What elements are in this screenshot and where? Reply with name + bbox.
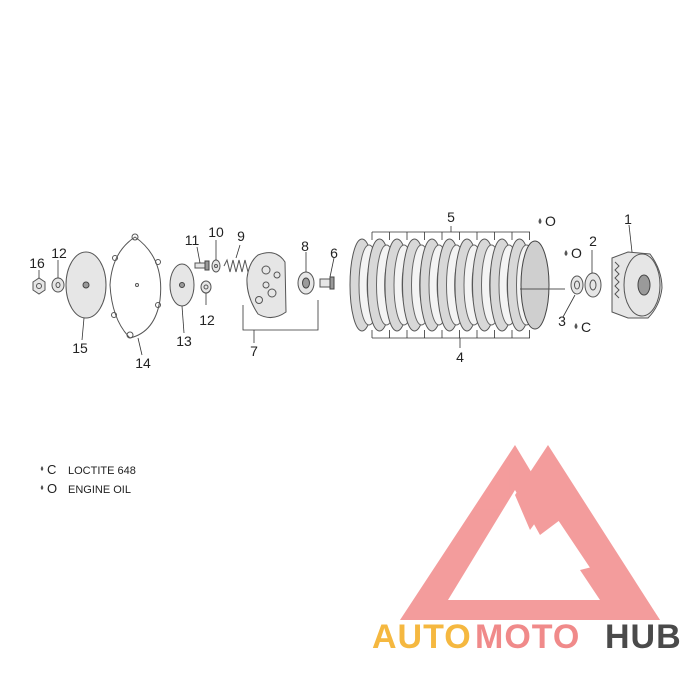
legend-symbol-loctite: C	[47, 462, 56, 477]
callout-1: 1	[624, 211, 632, 227]
legend-symbol-engine-oil: O	[47, 481, 57, 496]
part-2-thrust-washer	[584, 272, 602, 298]
callout-15: 15	[72, 340, 88, 356]
callout-5: 5	[447, 209, 455, 225]
callout-10: 10	[208, 224, 224, 240]
callout-3: 3	[558, 313, 566, 329]
callout-leaders	[38, 224, 633, 356]
logo-inner-notch	[470, 510, 555, 585]
callout-4: 4	[456, 349, 464, 365]
part-9-spring	[223, 258, 252, 274]
callout-13: 13	[176, 333, 192, 349]
oil-mark-spacer: O	[564, 245, 582, 261]
pack-brackets	[371, 226, 530, 348]
lube-marks: O O C	[538, 213, 591, 335]
logo-triangle-right	[515, 445, 660, 620]
oil-mark-plates-letter: O	[545, 213, 556, 229]
callout-16: 16	[29, 255, 45, 271]
part-1-clutch-housing	[611, 251, 663, 319]
logo-triangle-left	[400, 445, 660, 620]
legend-text-engine-oil: ENGINE OIL	[68, 484, 131, 496]
callout-7: 7	[250, 343, 258, 359]
callout-12-left: 12	[51, 245, 67, 261]
part-16-nut	[32, 277, 46, 295]
callout-14: 14	[135, 355, 151, 371]
part-13-disc	[169, 263, 195, 307]
inner-hub	[520, 240, 550, 330]
legend: C LOCTITE 648 O ENGINE OIL	[40, 462, 136, 496]
legend-item-loctite: C LOCTITE 648	[40, 462, 136, 477]
callout-11: 11	[185, 232, 200, 248]
brand-part-auto: AUTO	[372, 618, 472, 656]
part-8-bearing	[297, 271, 315, 295]
loctite-mark-hub-letter: C	[581, 319, 591, 335]
watermark-brand: AUTO MOTO HUB	[372, 618, 682, 656]
callout-12-right: 12	[199, 312, 215, 328]
callout-6: 6	[330, 245, 338, 261]
callout-labels: 1 2 3 4 5 6 7 8 9 10 11 12 12 13 14 15 1…	[29, 209, 632, 371]
part-14-gasket	[109, 233, 162, 339]
brand-part-moto: MOTO	[475, 618, 580, 656]
part-12-washer-right	[200, 280, 212, 294]
brand-part-hub: HUB	[605, 618, 682, 656]
part-10-washer	[211, 259, 221, 273]
legend-text-loctite: LOCTITE 648	[68, 465, 136, 477]
legend-item-engine-oil: O ENGINE OIL	[40, 481, 131, 496]
oil-mark-plates: O	[538, 213, 556, 229]
part-15-plate	[65, 251, 107, 319]
oil-mark-spacer-letter: O	[571, 245, 582, 261]
part-11-bolt	[194, 260, 210, 271]
loctite-mark-hub: C	[574, 319, 591, 335]
clutch-plate-pack	[349, 238, 550, 332]
callout-2: 2	[589, 233, 597, 249]
watermark-logo	[400, 445, 660, 620]
part-7-pressure-plate	[246, 252, 287, 318]
part-3-spacer	[570, 275, 584, 295]
part-6-push-piece	[319, 276, 335, 290]
callout-8: 8	[301, 238, 309, 254]
part-12-washer-left	[51, 277, 65, 293]
callout-9: 9	[237, 228, 245, 244]
